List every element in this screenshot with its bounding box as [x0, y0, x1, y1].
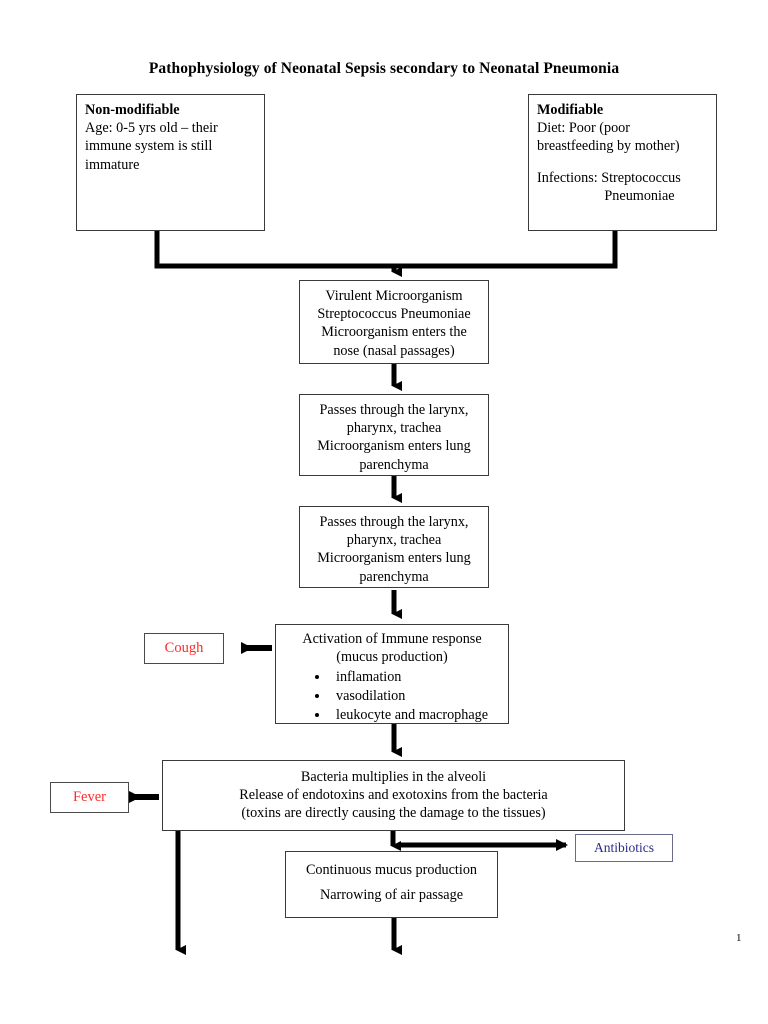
bacteria-line-3: (toxins are directly causing the damage … — [241, 805, 546, 822]
modifiable-spacer — [537, 156, 708, 169]
mucus-line-1: Continuous mucus production — [305, 862, 478, 878]
modifiable-infections-line-1: Infections: Streptococcus — [537, 169, 681, 186]
symptom-fever-box[interactable]: Fever — [50, 782, 129, 813]
immune-response-bullet-list: inflamation vasodilation leukocyte and m… — [284, 668, 500, 725]
immune-line-2: (mucus production) — [336, 649, 448, 666]
immune-bullet-vasodilation: vasodilation — [330, 687, 500, 706]
node-immune-response[interactable]: Activation of Immune response (mucus pro… — [275, 624, 509, 724]
passage1-line-3: Microorganism enters lung — [317, 438, 471, 455]
modifiable-infections-line-2: Pneumoniae — [604, 187, 675, 204]
entry-line-1: Virulent Microorganism — [325, 288, 463, 304]
entry-line-3: Microorganism enters the — [321, 324, 467, 341]
bacteria-line-2: Release of endotoxins and exotoxins from… — [239, 787, 548, 804]
passage1-line-2: pharynx, trachea — [346, 420, 442, 437]
node-non-modifiable-risk-factors[interactable]: Non-modifiable Age: 0-5 yrs old – their … — [76, 94, 265, 231]
page-title: Pathophysiology of Neonatal Sepsis secon… — [148, 60, 620, 77]
node-continuous-mucus-production[interactable]: Continuous mucus production Narrowing of… — [285, 851, 498, 918]
immune-bullet-leukocyte: leukocyte and macrophage — [330, 706, 500, 725]
treatment-antibiotics-label: Antibiotics — [594, 840, 654, 855]
node-passage-larynx-2[interactable]: Passes through the larynx, pharynx, trac… — [299, 506, 489, 588]
modifiable-heading: Modifiable — [537, 102, 604, 118]
node-modifiable-risk-factors[interactable]: Modifiable Diet: Poor (poor breastfeedin… — [528, 94, 717, 231]
non-modifiable-line-2: immune system is still — [85, 138, 213, 155]
non-modifiable-heading: Non-modifiable — [85, 102, 180, 118]
passage1-line-1: Passes through the larynx, — [319, 402, 469, 418]
passage2-line-4: parenchyma — [359, 568, 429, 585]
node-passage-larynx-1[interactable]: Passes through the larynx, pharynx, trac… — [299, 394, 489, 476]
symptom-fever-label: Fever — [72, 789, 106, 805]
bacteria-line-1: Bacteria multiplies in the alveoli — [300, 769, 487, 785]
symptom-cough-box[interactable]: Cough — [144, 633, 224, 664]
immune-bullet-inflamation: inflamation — [330, 668, 500, 687]
passage2-line-2: pharynx, trachea — [346, 532, 442, 549]
immune-line-1: Activation of Immune response — [302, 631, 482, 647]
passage1-line-4: parenchyma — [359, 456, 429, 473]
passage2-line-1: Passes through the larynx, — [319, 514, 469, 530]
connector-riskfactors-to-entry — [154, 231, 618, 277]
passage2-line-3: Microorganism enters lung — [317, 550, 471, 567]
node-virulent-microorganism-entry[interactable]: Virulent Microorganism Streptococcus Pne… — [299, 280, 489, 364]
node-bacteria-multiplies[interactable]: Bacteria multiplies in the alveoli Relea… — [162, 760, 625, 831]
entry-line-4: nose (nasal passages) — [333, 342, 455, 359]
mucus-line-2: Narrowing of air passage — [319, 887, 463, 904]
symptom-cough-label: Cough — [164, 640, 204, 656]
page-number: 1 — [736, 932, 742, 944]
treatment-antibiotics-box[interactable]: Antibiotics — [575, 834, 673, 862]
non-modifiable-line-3: immature — [85, 156, 140, 173]
modifiable-diet-line-2: breastfeeding by mother) — [537, 138, 680, 155]
modifiable-diet-line-1: Diet: Poor (poor — [537, 120, 630, 137]
non-modifiable-line-1: Age: 0-5 yrs old – their — [85, 120, 218, 137]
entry-line-2: Streptococcus Pneumoniae — [317, 306, 471, 323]
